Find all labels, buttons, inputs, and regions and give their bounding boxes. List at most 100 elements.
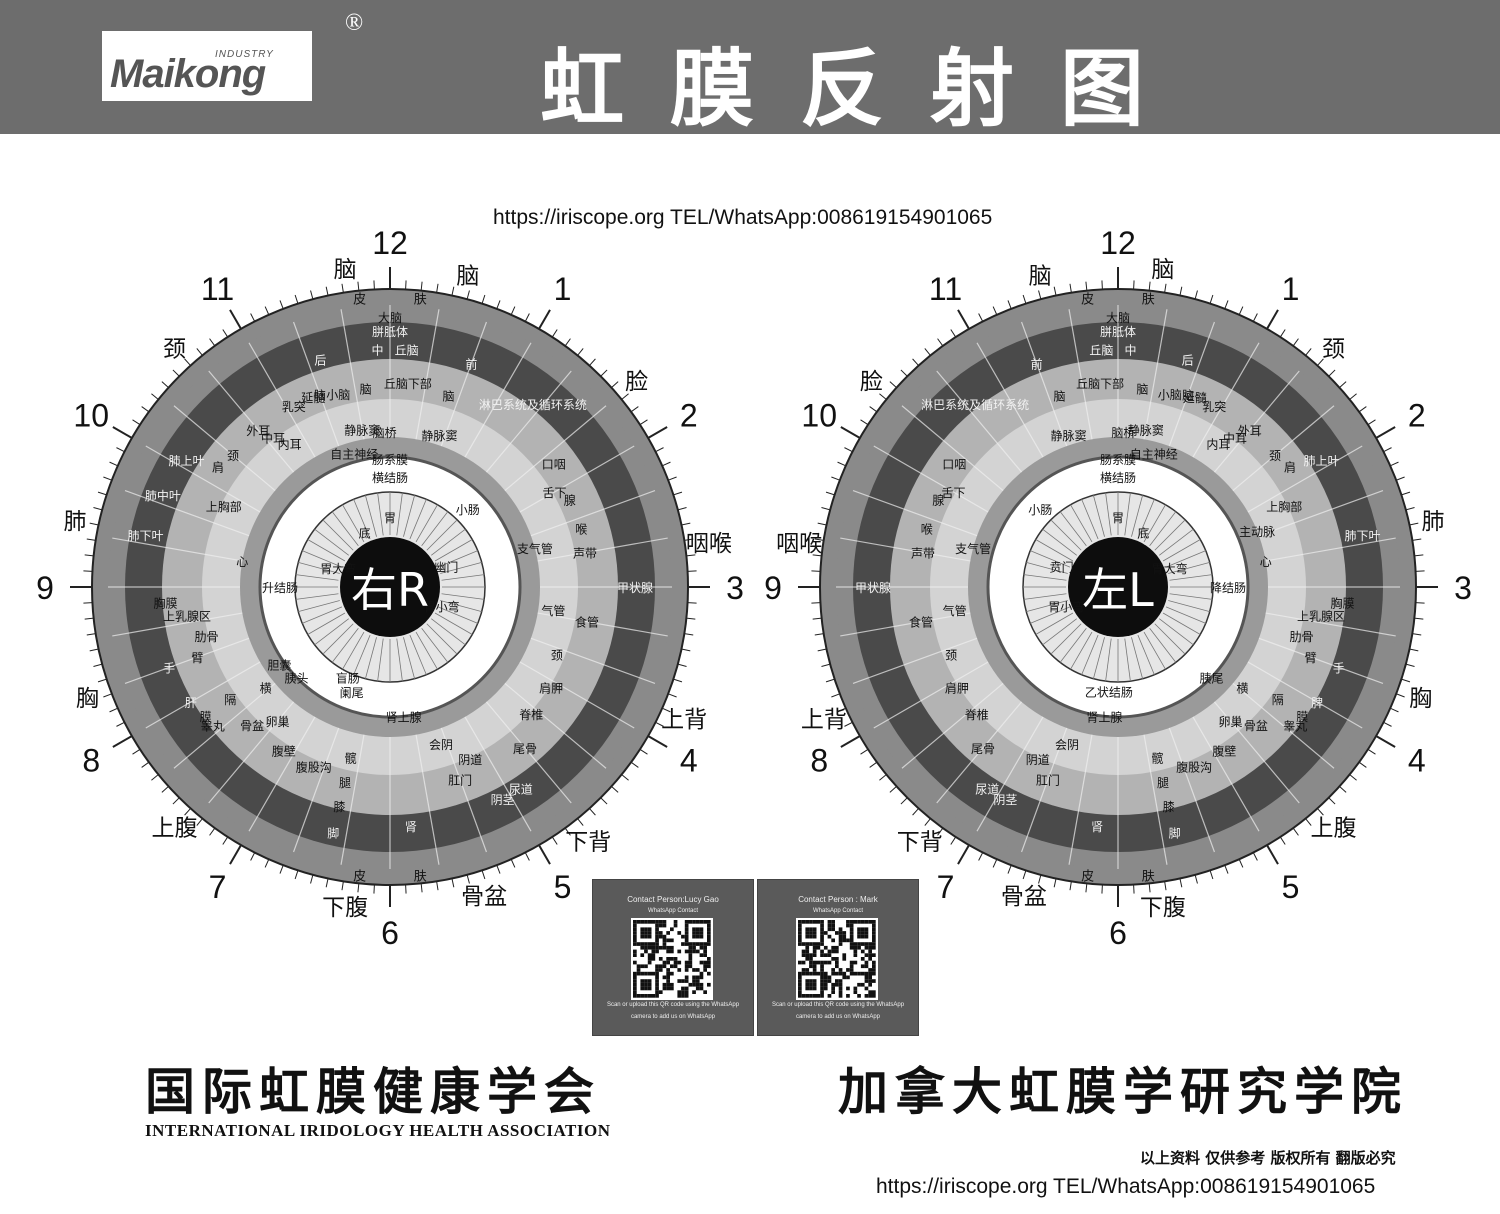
clock-tick [879, 774, 887, 781]
qr-module [816, 945, 821, 950]
clock-tick [436, 881, 439, 891]
sector-divider [873, 661, 989, 729]
clock-tick [817, 522, 827, 526]
stomach-spoke [1030, 606, 1071, 624]
qr-module [809, 942, 813, 946]
organ-label: 喉 [575, 523, 587, 537]
organ-label: 卵巢 [1218, 715, 1242, 729]
qr-module [812, 964, 817, 969]
qr-module [857, 945, 861, 950]
clock-tick [357, 883, 360, 893]
logo-industry-text: INDUSTRY [215, 49, 274, 60]
clock-tick [250, 852, 256, 861]
qr-module [798, 942, 802, 946]
qr-module [640, 934, 645, 939]
clock-tick [869, 761, 878, 768]
sector-divider [1068, 309, 1093, 440]
stomach-spoke [295, 593, 339, 600]
qr-module [868, 994, 872, 998]
center-label: 左L [1082, 563, 1154, 617]
qr-module [699, 960, 704, 965]
clock-tick [132, 748, 141, 755]
qr-module [812, 982, 817, 987]
organ-label: 胸膜 [154, 596, 178, 611]
qr-module [662, 986, 667, 991]
qr-module [644, 920, 648, 924]
qr-module [872, 960, 876, 965]
qr-module [684, 986, 689, 991]
qr-module [805, 949, 810, 954]
organ-label: 气管 [943, 603, 967, 618]
qr-module [666, 931, 670, 935]
qr-module [692, 979, 696, 983]
brand-logo [102, 31, 312, 101]
qr-pattern [633, 920, 711, 998]
qr-card-mark[interactable]: Contact Person : Mark WhatsApp Contact S… [757, 879, 919, 1036]
qr-module [684, 964, 689, 969]
organ-label: 会阴 [1055, 738, 1079, 752]
organ-label: 支气管 [955, 541, 991, 556]
qr-module [868, 975, 872, 980]
qr-module [827, 994, 832, 998]
qr-module [651, 971, 656, 976]
qr-module [636, 971, 641, 976]
qr-module [835, 957, 839, 961]
clock-tick [1317, 808, 1324, 816]
stomach-spoke [307, 612, 346, 635]
clock-tick [1148, 281, 1151, 291]
qr-module [699, 945, 704, 950]
organ-label: 横 [1236, 682, 1248, 696]
qr-module [868, 979, 872, 983]
qr-card-lucy[interactable]: Contact Person:Lucy Gao WhatsApp Contact… [592, 879, 754, 1036]
qr-module [868, 945, 872, 950]
qr-module [846, 920, 850, 924]
organ-label: 乳突 [282, 399, 306, 414]
qr-module [842, 975, 847, 980]
organ-label: 甲状腺 [855, 581, 891, 595]
skin-label: 皮 [1081, 869, 1094, 884]
qr-module [640, 920, 645, 924]
zone-label: 胸 [1409, 686, 1432, 712]
clock-tick [294, 294, 299, 304]
academy-name-cn: 加拿大虹膜学研究学院 [838, 1062, 1408, 1121]
skin-label: 肤 [1142, 869, 1155, 884]
qr-module [864, 994, 869, 998]
qr-module [670, 971, 674, 976]
clock-tick [1375, 426, 1396, 439]
qr-module [633, 960, 637, 965]
sector-divider [530, 637, 656, 685]
qr-module [835, 971, 839, 976]
qr-module [666, 982, 670, 987]
qr-module [853, 949, 858, 954]
clock-tick [116, 721, 125, 727]
organ-label: 膜 [200, 710, 212, 724]
clock-tick [1164, 283, 1167, 293]
contact-url-top[interactable]: https://iriscope.org TEL/WhatsApp:008619… [493, 206, 993, 229]
qr-code-icon[interactable] [796, 918, 878, 1000]
stomach-spoke [1026, 562, 1068, 574]
clock-tick [1069, 283, 1072, 293]
qr-module [857, 994, 861, 998]
clock-tick [1252, 313, 1258, 322]
clock-tick [264, 859, 270, 868]
stomach-spoke [1162, 539, 1201, 562]
qr-module [809, 960, 813, 965]
sector-divider [1213, 701, 1300, 804]
qr-module [823, 982, 828, 987]
clock-tick [1022, 870, 1027, 880]
stomach-spoke [1050, 519, 1082, 551]
clock-tick [900, 797, 908, 805]
qr-module [798, 920, 802, 924]
qr-module [662, 960, 667, 965]
qr-code-icon[interactable] [631, 918, 713, 1000]
organ-label: 脑桥 [373, 426, 397, 440]
qr-module [688, 949, 693, 954]
qr-module [853, 945, 858, 950]
contact-url-bottom[interactable]: https://iriscope.org TEL/WhatsApp:008619… [876, 1175, 1376, 1198]
stomach-spoke [353, 634, 371, 675]
qr-module [820, 982, 824, 987]
clock-tick [466, 874, 470, 884]
qr-module [647, 994, 652, 998]
zone-label: 颈 [1322, 337, 1345, 363]
clock-tick [879, 393, 887, 400]
